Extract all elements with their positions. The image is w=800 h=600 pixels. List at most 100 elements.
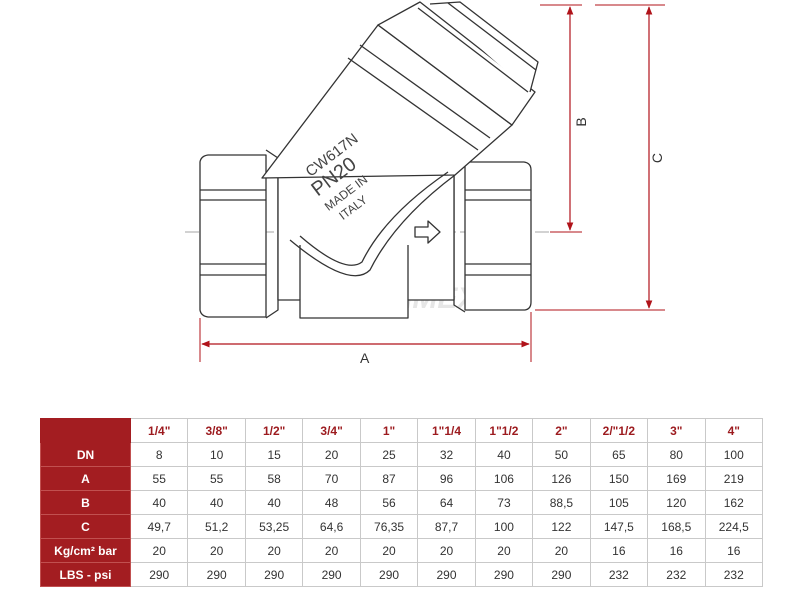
table-corner	[40, 418, 131, 443]
table-cell: 56	[359, 490, 419, 515]
table-cell: 80	[647, 442, 706, 467]
row-label: C	[40, 514, 131, 539]
dimension-spec-table: 1/4" 3/8" 1/2" 3/4" 1" 1"1/4 1"1/2 2" 2/…	[40, 418, 764, 587]
table-cell: 70	[302, 466, 361, 491]
table-cell: 48	[302, 490, 361, 515]
table-cell: 87,7	[417, 514, 476, 539]
table-cell: 232	[647, 562, 706, 587]
table-cell: 76,35	[359, 514, 419, 539]
table-cell: 58	[244, 466, 304, 491]
svg-text:C: C	[649, 153, 665, 163]
table-cell: 232	[589, 562, 649, 587]
size-header: 3/4"	[302, 418, 361, 443]
table-cell: 40	[129, 490, 189, 515]
size-header: 2/"1/2	[589, 418, 649, 443]
table-cell: 10	[187, 442, 246, 467]
table-cell: 20	[417, 538, 476, 563]
table-cell: 290	[417, 562, 476, 587]
table-cell: 290	[302, 562, 361, 587]
table-cell: 20	[474, 538, 534, 563]
table-cell: 20	[244, 538, 304, 563]
table-cell: 224,5	[704, 514, 764, 539]
table-cell: 73	[474, 490, 534, 515]
table-cell: 150	[589, 466, 649, 491]
table-cell: 106	[474, 466, 534, 491]
table-cell: 290	[359, 562, 419, 587]
table-cell: 16	[589, 538, 649, 563]
table-cell: 20	[187, 538, 246, 563]
table-cell: 290	[129, 562, 189, 587]
size-header: 2"	[532, 418, 591, 443]
dimension-a: A	[199, 312, 532, 366]
table-cell: 50	[532, 442, 591, 467]
row-label: Kg/cm² bar	[40, 538, 131, 563]
table-cell: 162	[704, 490, 764, 515]
table-cell: 20	[129, 538, 189, 563]
table-cell: 20	[532, 538, 591, 563]
table-cell: 64,6	[302, 514, 361, 539]
table-cell: 65	[589, 442, 649, 467]
table-cell: 290	[474, 562, 534, 587]
dimension-b: B	[540, 4, 589, 233]
table-cell: 16	[647, 538, 706, 563]
table-cell: 87	[359, 466, 419, 491]
table-cell: 20	[302, 442, 361, 467]
table-cell: 100	[704, 442, 764, 467]
size-header: 1/4"	[129, 418, 189, 443]
valve-body	[199, 1, 539, 319]
size-header: 1/2"	[244, 418, 304, 443]
svg-text:B: B	[573, 117, 589, 126]
row-label: DN	[40, 442, 131, 467]
row-label: A	[40, 466, 131, 491]
row-label: B	[40, 490, 131, 515]
table-cell: 147,5	[589, 514, 649, 539]
table-cell: 122	[532, 514, 591, 539]
table-cell: 169	[647, 466, 706, 491]
table-cell: 120	[647, 490, 706, 515]
size-header: 3"	[647, 418, 706, 443]
table-cell: 64	[417, 490, 476, 515]
table-cell: 32	[417, 442, 476, 467]
table-cell: 20	[302, 538, 361, 563]
table-cell: 168,5	[647, 514, 706, 539]
table-cell: 290	[532, 562, 591, 587]
table-cell: 40	[187, 490, 246, 515]
size-header: 1"	[359, 418, 419, 443]
svg-text:A: A	[360, 350, 370, 366]
table-cell: 219	[704, 466, 764, 491]
table-cell: 290	[187, 562, 246, 587]
size-header-row: 1/4" 3/8" 1/2" 3/4" 1" 1"1/4 1"1/2 2" 2/…	[40, 418, 764, 443]
table-cell: 49,7	[129, 514, 189, 539]
table-cell: 20	[359, 538, 419, 563]
dimension-c: C	[535, 4, 665, 311]
table-cell: 126	[532, 466, 591, 491]
row-label: LBS - psi	[40, 562, 131, 587]
table-cell: 55	[187, 466, 246, 491]
size-header: 1"1/4	[417, 418, 476, 443]
table-cell: 40	[244, 490, 304, 515]
table-cell: 16	[704, 538, 764, 563]
table-cell: 55	[129, 466, 189, 491]
table-cell: 105	[589, 490, 649, 515]
valve-technical-drawing: TAFIMEX CW617N	[185, 1, 665, 366]
table-cell: 53,25	[244, 514, 304, 539]
size-header: 4"	[704, 418, 764, 443]
size-header: 1"1/2	[474, 418, 534, 443]
table-cell: 232	[704, 562, 764, 587]
table-cell: 25	[359, 442, 419, 467]
table-cell: 100	[474, 514, 534, 539]
table-cell: 51,2	[187, 514, 246, 539]
table-cell: 96	[417, 466, 476, 491]
table-cell: 8	[129, 442, 189, 467]
table-cell: 40	[474, 442, 534, 467]
table-cell: 15	[244, 442, 304, 467]
table-cell: 290	[244, 562, 304, 587]
table-cell: 88,5	[532, 490, 591, 515]
size-header: 3/8"	[187, 418, 246, 443]
